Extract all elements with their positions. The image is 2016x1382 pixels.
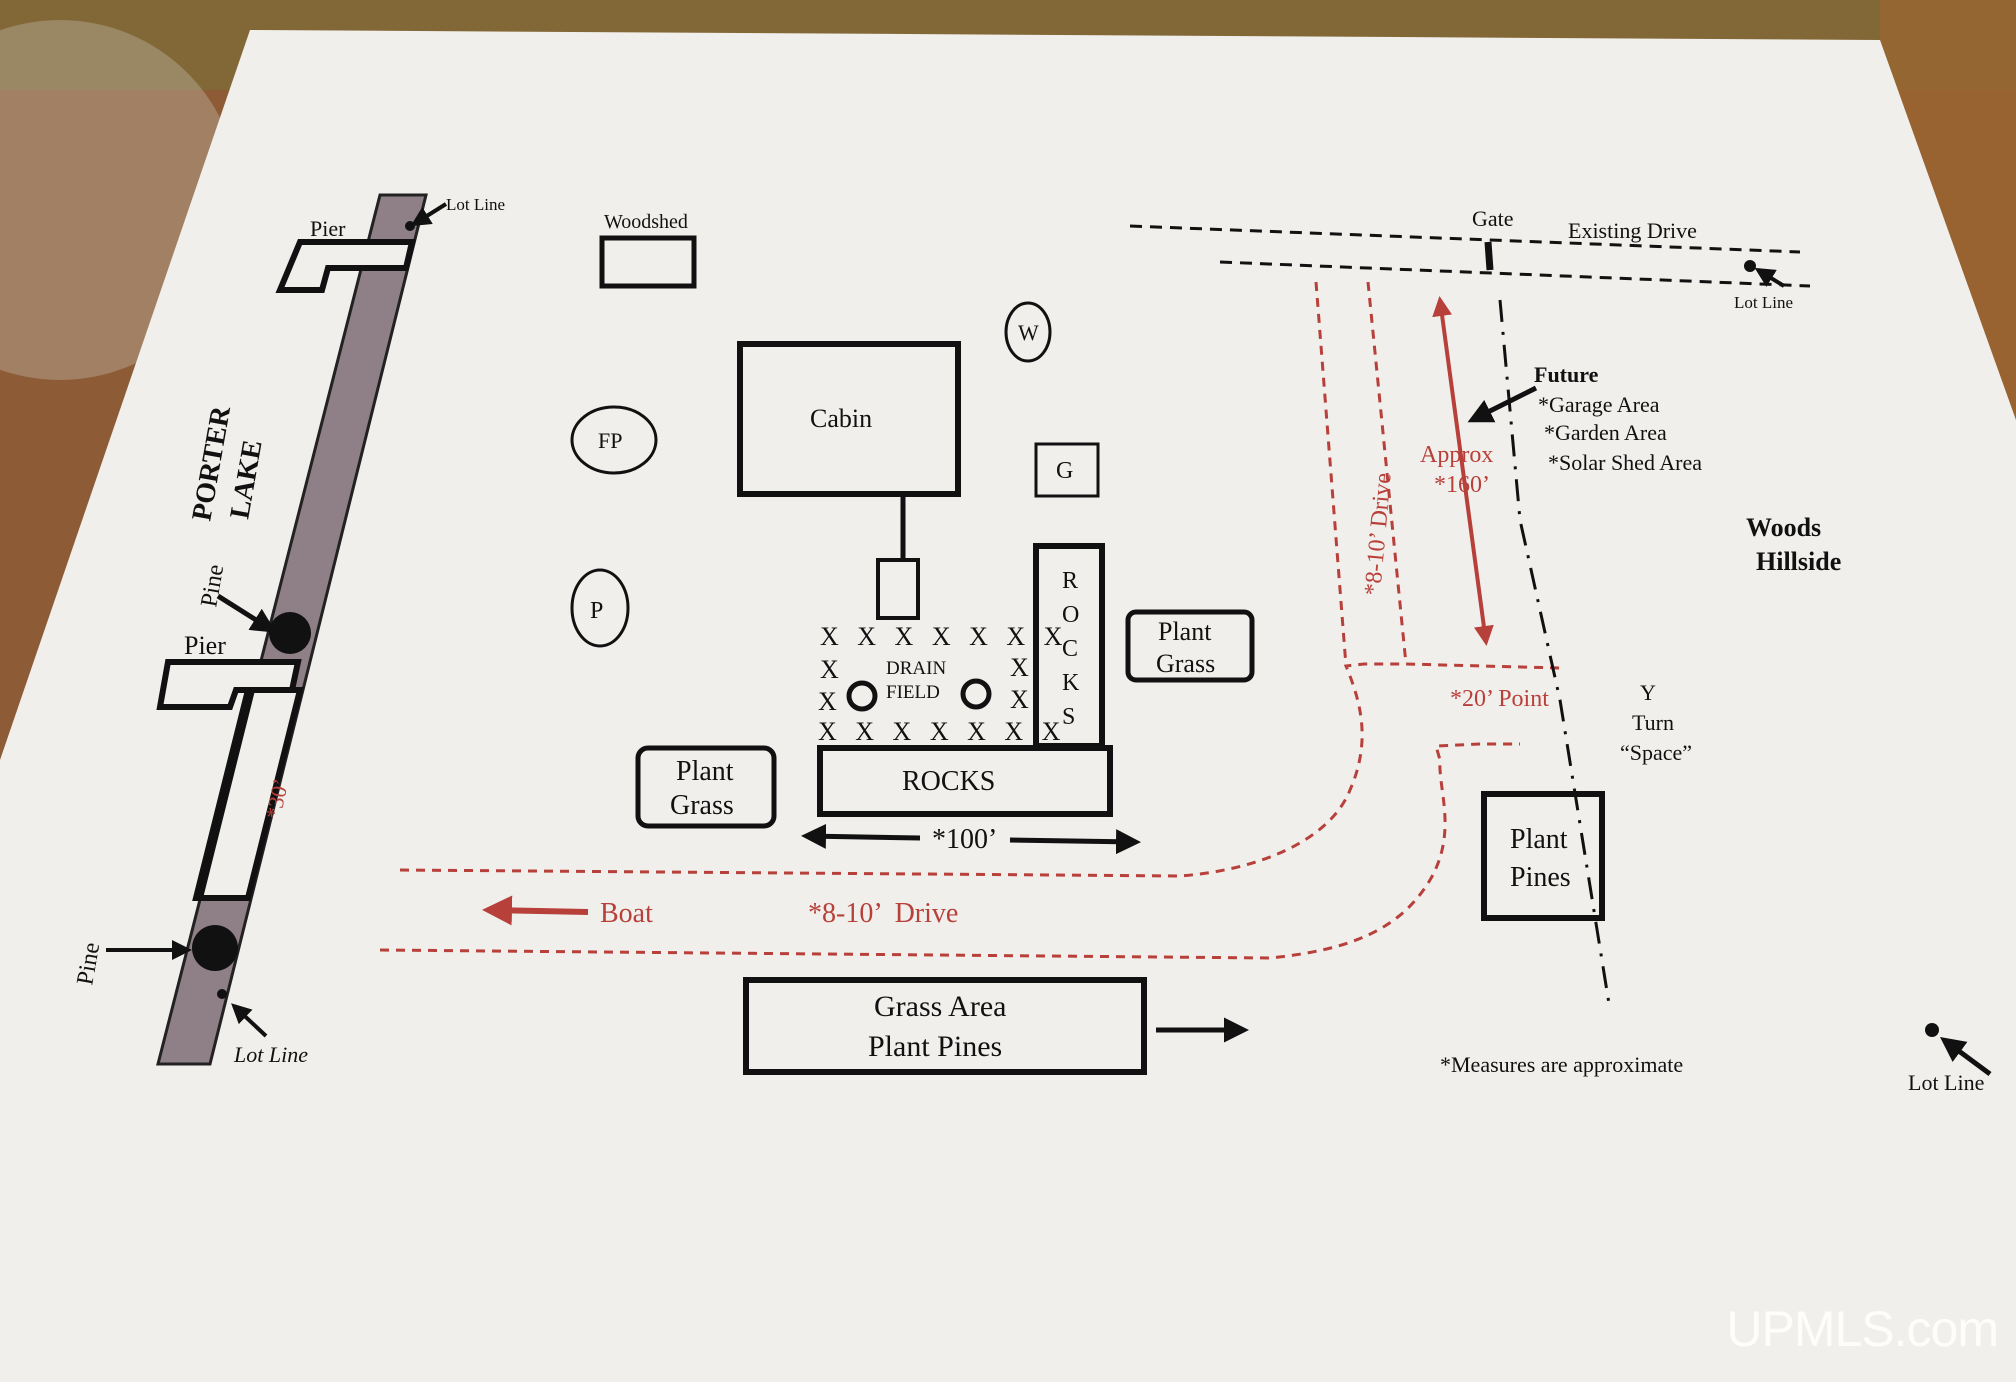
drain-label: DRAIN [886,658,946,679]
channel-30ft [196,687,304,901]
lot-pin-bottom-left [217,989,227,999]
lot-pin-top-right [1744,260,1756,272]
generator-box [1034,442,1100,498]
drain-x-l2: X [820,655,839,684]
drive-lower-edge [379,742,1520,960]
garage-area-label: *Garage Area [1538,392,1660,417]
hillside-label: Hillside [1756,547,1841,576]
well-circle [1004,301,1052,363]
drain-x-r2: X [1010,653,1029,682]
p-circle [570,568,630,648]
lot-pin-bottom-right [1925,1023,1939,1037]
plant-pines-bottom-label: Plant Pines [868,1030,1002,1063]
drain-x-row1: X X X X X X X [820,622,1068,651]
one-sixty-label: *160’ [1434,472,1490,498]
plant-pines-line2: Pines [1510,862,1571,893]
turn-label: Turn [1632,710,1674,735]
plant-grass-right-box [1125,609,1255,683]
existing-drive-label: Existing Drive [1568,218,1697,243]
pine-upper-dot [269,612,311,654]
future-label: Future [1534,362,1599,387]
drain-pipe-left [846,680,878,712]
drive-bottom-label: *8-10’ Drive [808,898,958,929]
boat-label: Boat [600,898,653,929]
woods-label: Woods [1746,513,1821,542]
approx-label: Approx [1420,442,1493,468]
generator-label: G [1056,458,1073,484]
drain-field: X X X X X X X X X X X X X X X X X X DRAI… [818,622,1068,746]
measures-note: *Measures are approximate [1440,1052,1683,1077]
pier-top-shape [275,239,416,293]
vertical-drive-right-edge [1366,281,1561,670]
drain-x-row4: X X X X X X X [818,717,1066,746]
plant-grass-left-box [635,745,777,829]
fire-pit-label: FP [598,428,622,453]
cabin-label: Cabin [810,404,872,433]
gate-label: Gate [1472,206,1514,231]
plant-grass-right-line1: Plant [1158,617,1212,646]
hundred-ft-label: *100’ [932,824,997,855]
plant-grass-left-line2: Grass [670,790,734,821]
pier-middle-label: Pier [184,631,226,660]
well-label: W [1018,320,1039,345]
vertical-drive-left-edge [1314,281,1348,667]
p-label: P [590,598,603,624]
rocks-label: ROCKS [902,766,995,797]
lot-line-top-left-label: Lot Line [446,195,505,214]
existing-drive-line-1 [1129,224,1801,254]
fire-pit-circle [570,405,658,475]
drive-upper-edge [399,662,1400,878]
woodshed-box [599,235,697,289]
woodshed-label: Woodshed [604,211,688,233]
drain-pipe-right [960,678,992,710]
plant-grass-right-line2: Grass [1156,649,1215,678]
field-label: FIELD [886,682,940,703]
rocks-letter-o: O [1062,602,1079,628]
cabin-box [737,341,961,497]
drain-x-l3: X [818,687,837,716]
grass-area-box [743,977,1147,1075]
plant-pines-box [1481,791,1605,921]
pier-top-label: Pier [310,216,346,241]
pine-lower-dot [192,925,238,971]
lot-line-bottom-left-label: Lot Line [233,1042,308,1067]
rocks-letter-k: K [1062,670,1080,696]
solar-shed-area-label: *Solar Shed Area [1548,450,1702,475]
space-label: “Space” [1620,740,1692,765]
paper-sheet [0,30,2016,1382]
garden-area-label: *Garden Area [1544,420,1667,445]
rocks-letter-r: R [1062,568,1078,594]
plant-grass-left-line1: Plant [676,756,734,787]
twenty-point-label: *20’ Point [1450,686,1549,712]
rocks-horizontal-box [817,745,1113,817]
septic-tank-box [876,558,920,620]
rocks-letter-c: C [1062,636,1078,662]
plant-pines-line1: Plant [1510,824,1568,855]
y-label: Y [1640,680,1656,705]
drain-x-r3: X [1010,685,1029,714]
rocks-letter-s: S [1062,704,1075,730]
lot-line-bottom-right-label: Lot Line [1908,1070,1984,1095]
gate-bar [1484,241,1494,271]
lot-line-top-right-label: Lot Line [1734,293,1793,312]
grass-area-label: Grass Area [874,990,1006,1023]
upmls-watermark: UPMLS.com [1726,1301,1999,1357]
property-boundary-line [1498,299,1612,1011]
